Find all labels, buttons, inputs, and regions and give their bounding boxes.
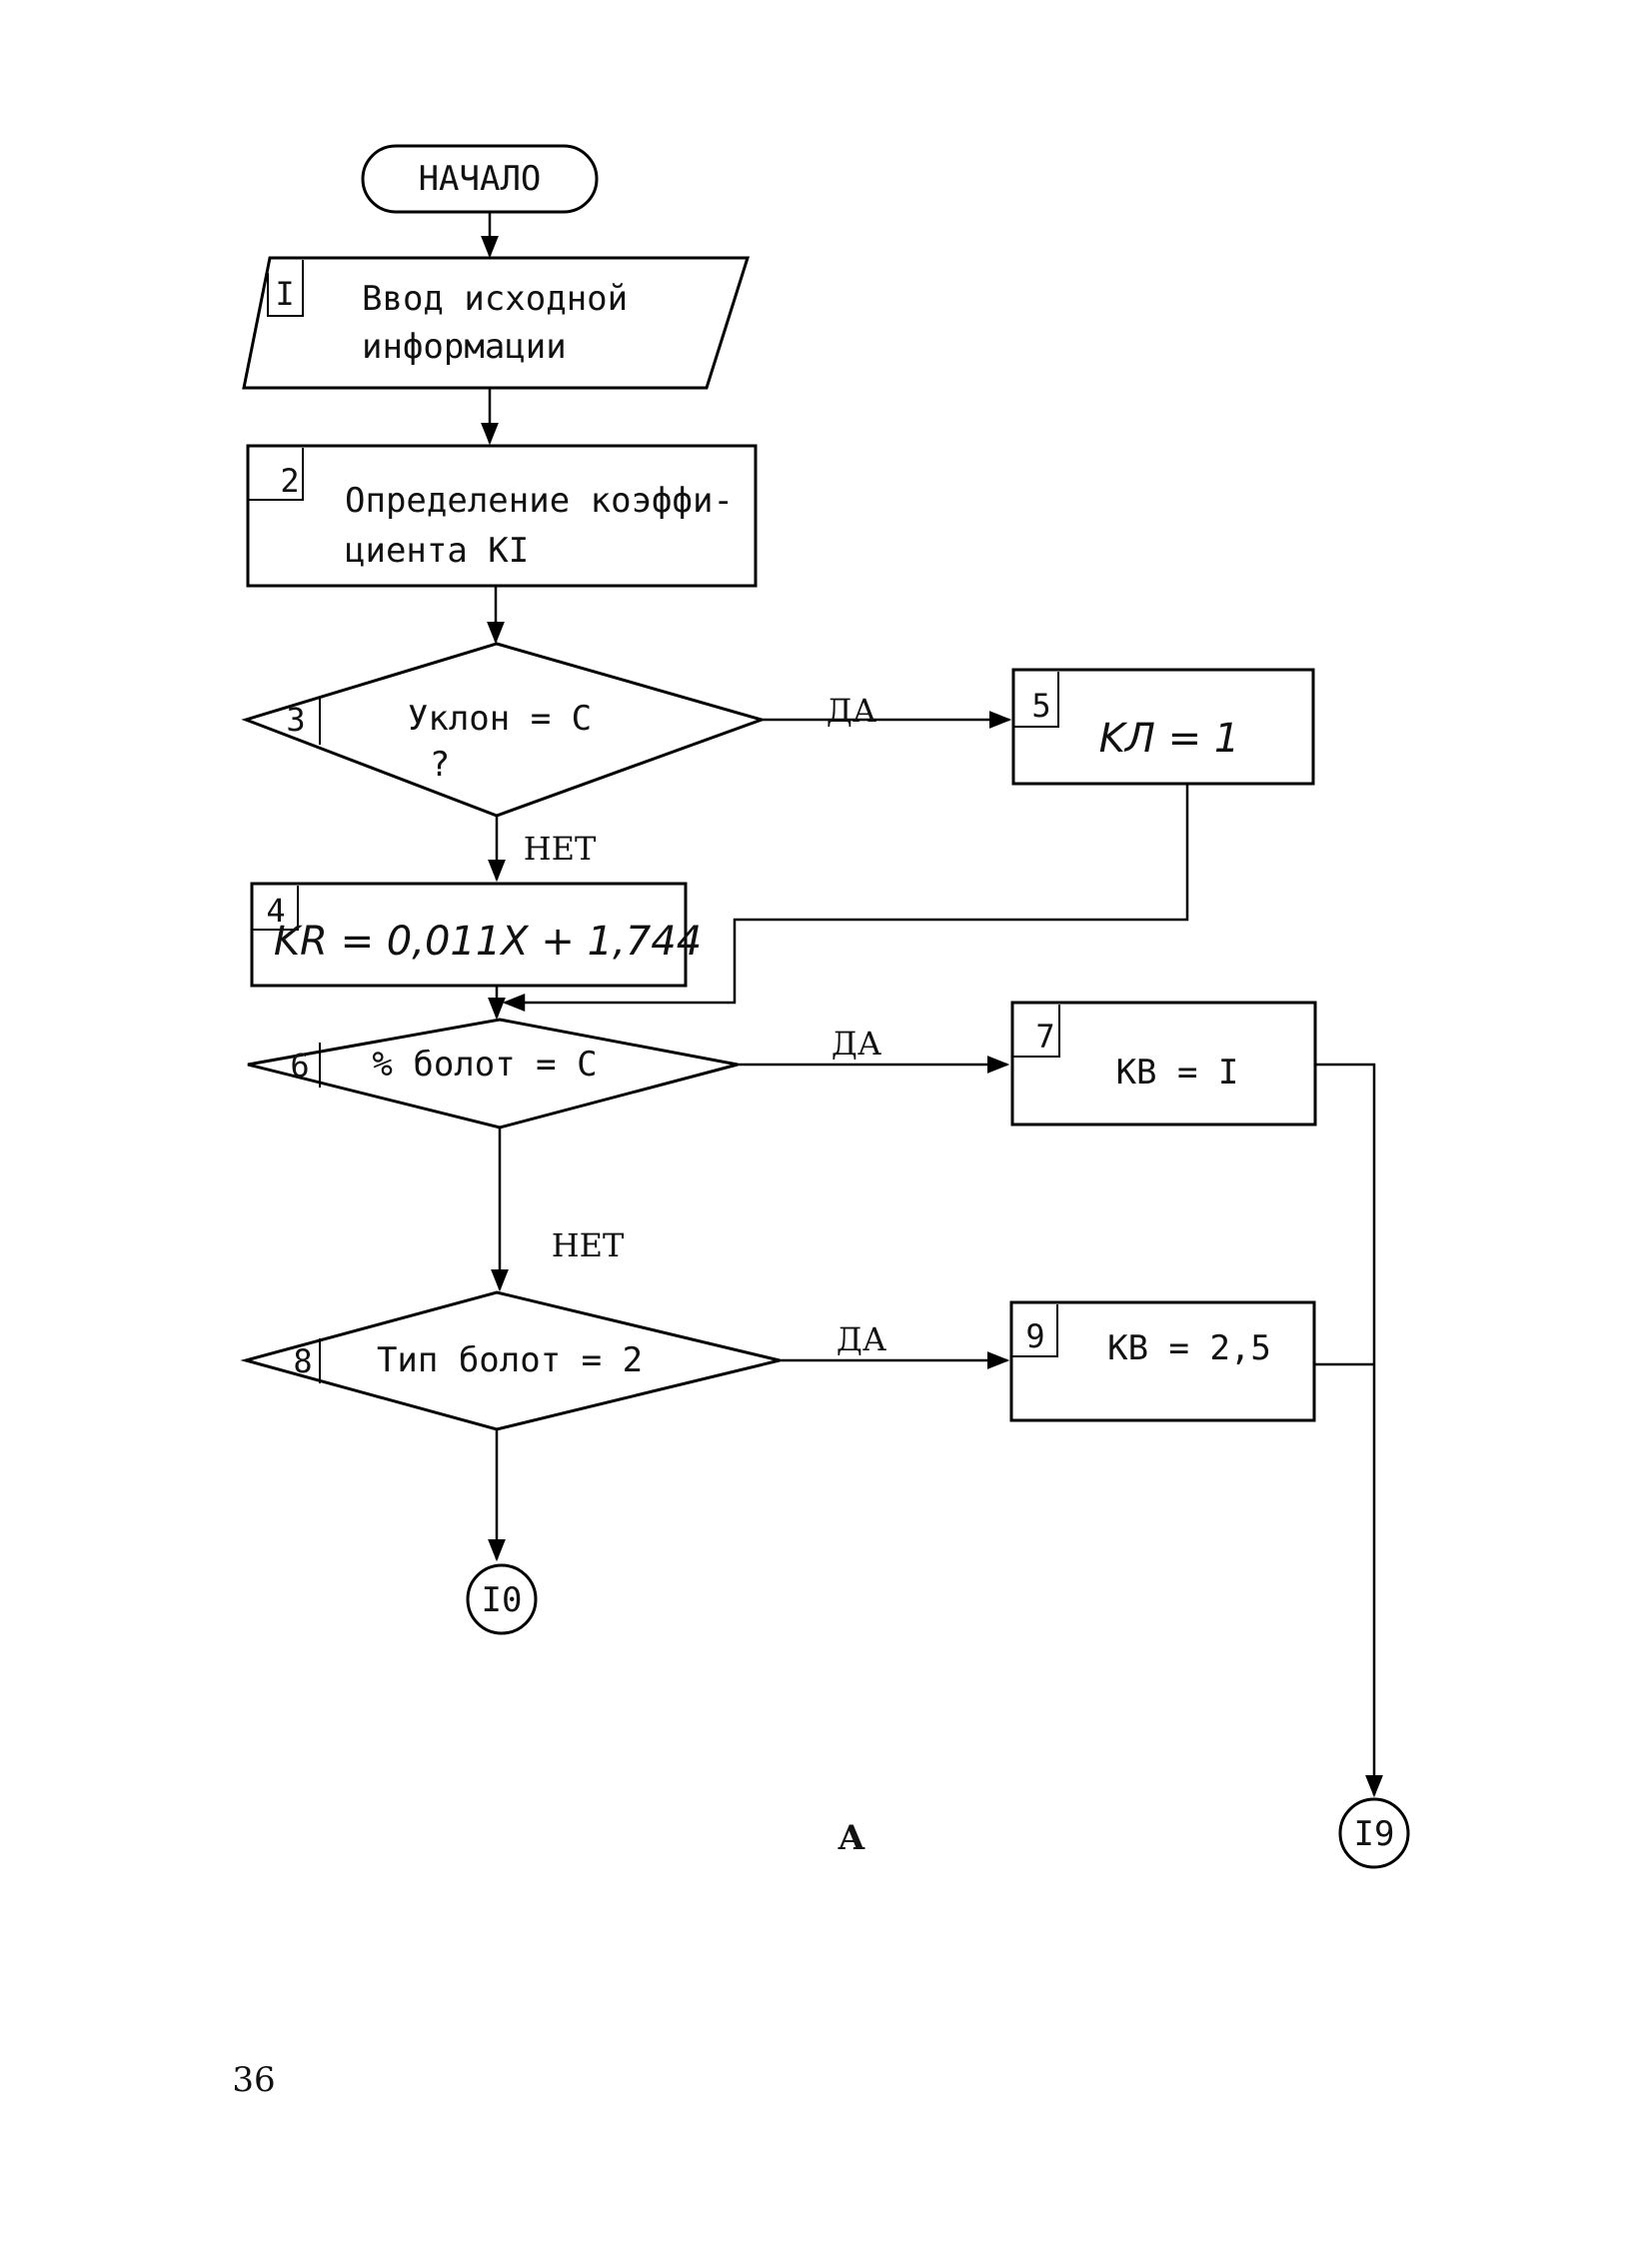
- block-8-number: 8: [293, 1342, 312, 1380]
- connector-19-label: I9: [1354, 1814, 1395, 1854]
- block-4-process: 4 KR = 0,011X + 1,744: [250, 882, 702, 988]
- block-5-text: KЛ = 1: [1099, 716, 1240, 762]
- block-6-number: 6: [290, 1047, 309, 1085]
- decision-6-no-label: НЕТ: [552, 1226, 625, 1264]
- connector-19: I9: [1338, 1797, 1410, 1869]
- block-3-text-line1: Уклон = C: [408, 699, 592, 739]
- page-number: 36: [232, 2060, 275, 2100]
- decision-8-yes-label: ДА: [836, 1320, 886, 1358]
- start-terminator: НАЧАЛО: [361, 144, 599, 214]
- block-2-number-box: [248, 448, 304, 501]
- block-6-decision: 6 % болот = C: [247, 1018, 739, 1129]
- block-4-text: KR = 0,011X + 1,744: [274, 919, 702, 965]
- block-9-number-box: [1011, 1304, 1058, 1357]
- block-4-number: 4: [266, 892, 285, 930]
- block-5-number-box: [1013, 672, 1059, 728]
- flow-block7-out: [1315, 1063, 1376, 1779]
- block-9-text: KB = 2,5: [1107, 1328, 1271, 1368]
- block-9-process: 9 KB = 2,5: [1009, 1300, 1316, 1422]
- block-1-number: I: [275, 275, 294, 313]
- flow-block5-return: [502, 784, 1189, 1012]
- block-5-number: 5: [1031, 687, 1050, 725]
- connector-10-label: I0: [482, 1580, 523, 1620]
- decision-3-yes-label: ДА: [826, 692, 876, 730]
- block-7-number: 7: [1035, 1018, 1054, 1056]
- center-mark: А: [837, 1818, 865, 1858]
- block-3-number: 3: [286, 701, 305, 739]
- connector-10: I0: [466, 1563, 538, 1635]
- block-8-text: Тип болот = 2: [377, 1340, 643, 1380]
- block-2-text-line1: Определение коэффи-: [345, 481, 734, 521]
- block-1-number-box: [267, 260, 304, 317]
- block-3-decision: 3 Уклон = C ?: [241, 642, 767, 818]
- block-7-text: KB = I: [1116, 1053, 1239, 1093]
- block-4-number-box: [252, 886, 299, 931]
- block-1-text-line2: информации: [362, 327, 567, 367]
- block-1-input: I Ввод исходной информации: [242, 256, 751, 390]
- block-1-text-line1: Ввод исходной: [362, 279, 628, 319]
- block-6-text: % болот = C: [372, 1045, 597, 1085]
- block-2-text-line2: циента KI: [345, 531, 529, 571]
- block-2-number: 2: [280, 462, 299, 500]
- block-8-decision: 8 Тип болот = 2: [240, 1290, 781, 1431]
- decision-3-no-label: НЕТ: [524, 830, 597, 868]
- block-2-process: 2 Определение коэффи- циента KI: [246, 444, 758, 588]
- block-7-process: 7 KB = I: [1010, 1001, 1317, 1126]
- block-5-process: 5 KЛ = 1: [1011, 668, 1315, 786]
- block-3-text-line2: ?: [430, 745, 450, 785]
- block-9-number: 9: [1025, 1317, 1044, 1355]
- start-label: НАЧАЛО: [419, 159, 542, 199]
- decision-6-yes-label: ДА: [831, 1025, 881, 1063]
- block-7-number-box: [1012, 1005, 1060, 1058]
